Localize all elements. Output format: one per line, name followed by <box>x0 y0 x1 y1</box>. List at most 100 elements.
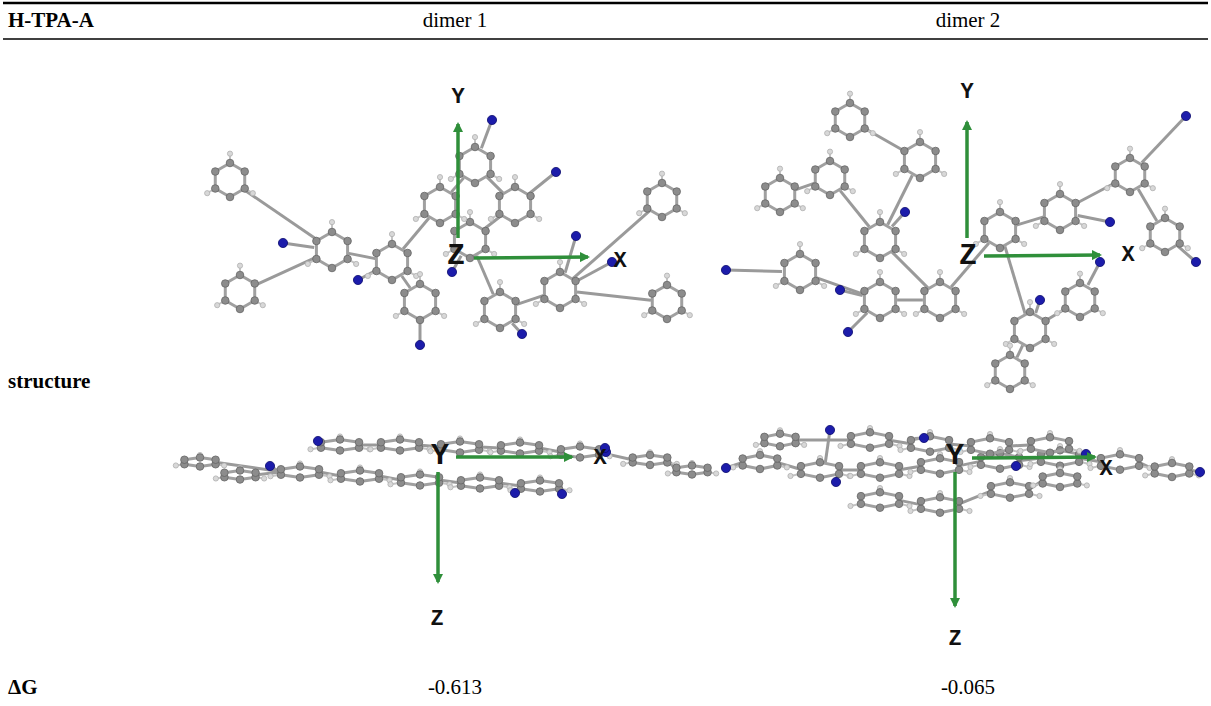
nitrogen-atom <box>278 238 287 247</box>
carbon-atom <box>776 430 784 438</box>
carbon-atom <box>388 276 396 284</box>
carbon-atom <box>517 479 525 487</box>
nitrogen-atom <box>919 433 928 442</box>
axis-label: Y <box>431 440 449 473</box>
carbon-atom <box>861 125 869 133</box>
carbon-atom <box>1135 454 1143 462</box>
carbon-atom <box>673 188 681 196</box>
carbon-atom <box>1006 385 1014 393</box>
carbon-atom <box>328 264 336 272</box>
carbon-atom <box>536 477 544 485</box>
nitrogen-atom <box>843 327 852 336</box>
carbon-atom <box>781 277 789 285</box>
carbon-atom <box>1151 470 1159 478</box>
table-cell: structure <box>8 370 90 393</box>
carbon-atom <box>487 170 495 178</box>
carbon-atom <box>876 218 884 226</box>
carbon-atom <box>196 463 204 471</box>
hydrogen-atom <box>898 447 903 452</box>
hydrogen-atom <box>800 206 805 211</box>
carbon-atom <box>761 183 769 191</box>
carbon-atom <box>1041 217 1049 225</box>
bond <box>573 211 650 279</box>
table-rule <box>3 38 1208 40</box>
hydrogen-atom <box>825 131 830 136</box>
hydrogen-atom <box>1088 465 1093 470</box>
carbon-atom <box>1006 479 1014 487</box>
carbon-atom <box>756 451 764 459</box>
table-cell: dimer 2 <box>936 9 1001 32</box>
axis-label: X <box>593 447 606 471</box>
nitrogen-atom <box>721 265 730 274</box>
hydrogen-atom <box>1162 206 1167 211</box>
nitrogen-atom <box>487 115 496 124</box>
carbon-atom <box>846 133 854 141</box>
nitrogen-atom <box>1011 461 1020 470</box>
carbon-atom <box>826 191 834 199</box>
carbon-atom <box>1135 462 1143 470</box>
carbon-atom <box>397 473 405 481</box>
hydrogen-atom <box>227 151 232 156</box>
carbon-atom <box>1011 317 1019 325</box>
bond <box>243 189 318 240</box>
carbon-atom <box>1061 305 1069 313</box>
hydrogen-atom <box>472 135 477 140</box>
carbon-atom <box>226 159 234 167</box>
hydrogen-atom <box>260 303 265 308</box>
carbon-atom <box>791 200 799 208</box>
hydrogen-atom <box>848 473 853 478</box>
carbon-atom <box>936 314 944 322</box>
carbon-atom <box>987 482 995 490</box>
carbon-atom <box>917 505 925 513</box>
carbon-atom <box>673 205 681 213</box>
table-cell: H-TPA-A <box>8 9 94 32</box>
carbon-atom <box>481 297 489 305</box>
carbon-atom <box>1111 180 1119 188</box>
nitrogen-atom <box>1195 467 1204 476</box>
hydrogen-atom <box>1077 271 1082 276</box>
carbon-atom <box>1065 445 1073 453</box>
carbon-atom <box>1041 199 1049 207</box>
bond <box>797 439 849 442</box>
hydrogen-atom <box>985 383 990 388</box>
hydrogen-atom <box>908 508 913 513</box>
carbon-atom <box>861 245 869 253</box>
bond <box>255 257 317 285</box>
hydrogen-atom <box>365 273 370 278</box>
carbon-atom <box>496 324 504 332</box>
hydrogen-atom <box>968 464 973 469</box>
hydrogen-atom <box>262 476 267 481</box>
hydrogen-atom <box>637 211 642 216</box>
carbon-atom <box>876 504 884 512</box>
carbon-atom <box>421 210 429 218</box>
carbon-atom <box>658 179 666 187</box>
bond <box>361 444 379 447</box>
nitrogen-atom <box>825 425 834 434</box>
carbon-atom <box>876 459 884 467</box>
carbon-atom <box>572 295 580 303</box>
carbon-atom <box>704 464 712 472</box>
carbon-atom <box>512 297 520 305</box>
carbon-atom <box>967 438 975 446</box>
nitrogen-atom <box>415 340 424 349</box>
table-cell: -0.613 <box>428 676 482 699</box>
carbon-atom <box>1027 445 1035 453</box>
carbon-atom <box>536 488 544 496</box>
carbon-atom <box>196 454 204 462</box>
hydrogen-atom <box>877 210 882 215</box>
hydrogen-atom <box>1033 223 1038 228</box>
carbon-atom <box>663 315 671 323</box>
hydrogen-atom <box>937 270 942 275</box>
carbon-atom <box>866 444 874 452</box>
nitrogen-atom <box>900 207 909 216</box>
hydrogen-atom <box>822 283 827 288</box>
bond <box>864 128 905 152</box>
hydrogen-atom <box>368 447 373 452</box>
carbon-atom <box>456 449 464 457</box>
carbon-atom <box>296 463 304 471</box>
hydrogen-atom <box>853 311 858 316</box>
carbon-atom <box>535 441 543 449</box>
carbon-atom <box>857 470 865 478</box>
hydrogen-atom <box>659 171 664 176</box>
carbon-atom <box>776 443 784 451</box>
